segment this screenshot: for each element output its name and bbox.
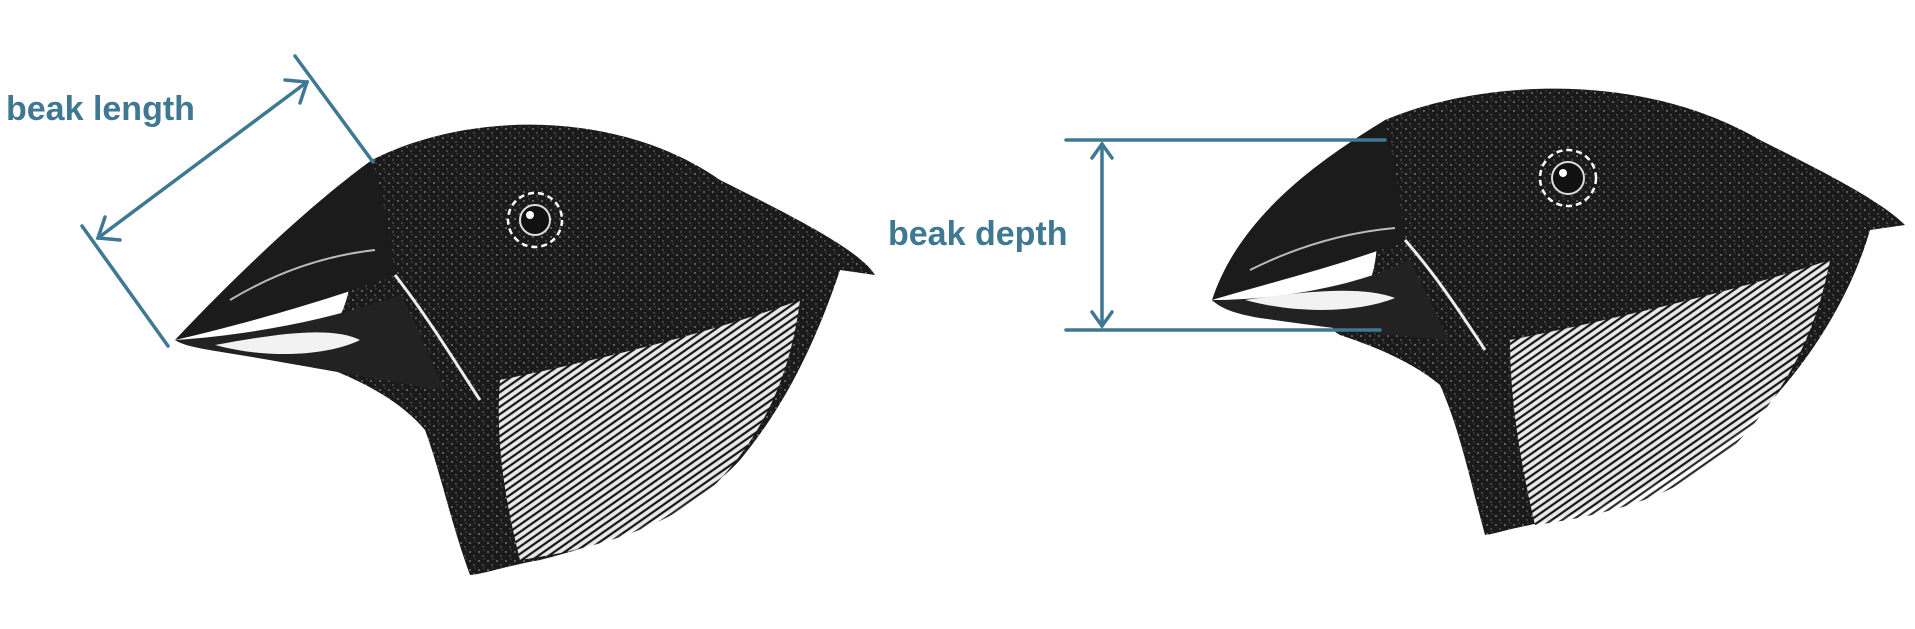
beak-length-end-tick-bottom [80, 224, 170, 348]
finch-right-upper-beak [1212, 120, 1405, 300]
finch-right-throat [1510, 260, 1830, 525]
finch-right-eye [1551, 161, 1585, 195]
beak-length-label: beak length [6, 90, 195, 128]
beak-depth-label: beak depth [888, 215, 1068, 253]
arrowhead-top-icon [283, 78, 310, 105]
finch-left-eye [519, 204, 551, 236]
finch-right-head [1332, 88, 1905, 535]
finch-right-beak-highlight [1245, 290, 1395, 310]
arrowhead-down-icon [1090, 310, 1114, 330]
finch-head-right [1212, 88, 1905, 535]
finch-left-upper-beak [175, 160, 395, 340]
finch-left-eye-ring [506, 191, 564, 249]
finch-head-left [175, 124, 875, 575]
finch-right-eye-ring [1538, 148, 1598, 208]
arrowhead-bottom-icon [95, 215, 122, 242]
beak-length-arrow-line [96, 80, 309, 240]
beak-length-end-tick-top [293, 54, 375, 164]
beak-depth-measure [1064, 138, 1387, 332]
beak-length-measure [80, 54, 375, 348]
finch-left-beak-highlight [215, 332, 360, 355]
arrowhead-up-icon [1090, 140, 1114, 160]
finch-left-throat [498, 300, 800, 560]
